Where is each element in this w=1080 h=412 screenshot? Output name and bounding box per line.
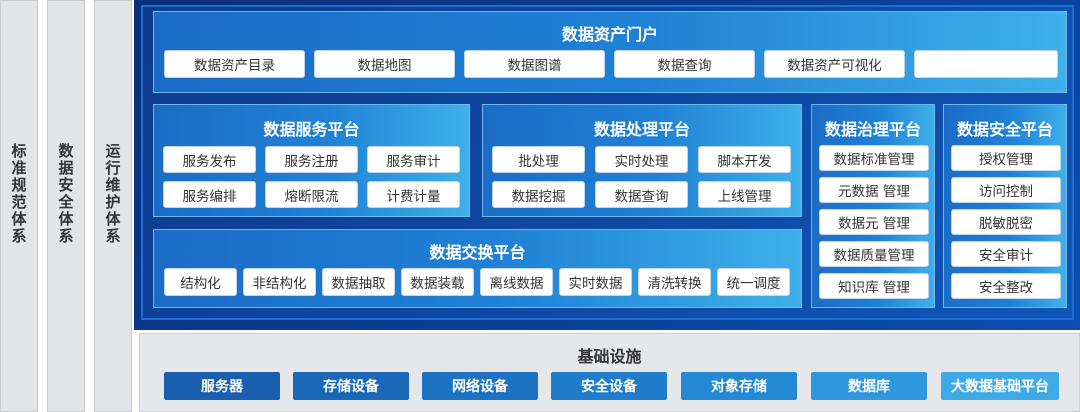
infrastructure-item[interactable]: 数据库 xyxy=(811,372,927,400)
exchange-item[interactable]: 离线数据 xyxy=(480,268,553,296)
security-item[interactable]: 访问控制 xyxy=(951,177,1061,203)
portal-item[interactable]: 数据地图 xyxy=(314,50,455,78)
exchange-item[interactable]: 实时数据 xyxy=(559,268,632,296)
processing-platform-panel: 数据处理平台 批处理 实时处理 脚本开发 数据挖掘 数据查询 上线管理 xyxy=(482,104,802,217)
infrastructure-title: 基础设施 xyxy=(577,347,642,366)
infrastructure-item[interactable]: 服务器 xyxy=(164,372,280,400)
governance-item[interactable]: 数据质量管理 xyxy=(819,241,929,267)
governance-item[interactable]: 数据标准管理 xyxy=(819,145,929,171)
governance-platform-panel: 数据治理平台 数据标准管理 元数据 管理 数据元 管理 数据质量管理 知识库 管… xyxy=(811,104,935,308)
infrastructure-item[interactable]: 大数据基础平台 xyxy=(941,372,1059,400)
security-item[interactable]: 安全整改 xyxy=(951,273,1061,299)
service-item[interactable]: 熔断限流 xyxy=(265,181,358,208)
infrastructure-item[interactable]: 安全设备 xyxy=(551,372,667,400)
service-item[interactable]: 服务注册 xyxy=(265,146,358,173)
processing-item[interactable]: 脚本开发 xyxy=(698,146,791,173)
processing-platform-title: 数据处理平台 xyxy=(593,120,690,139)
column-operations-label: 运行维护体系 xyxy=(103,143,122,245)
exchange-item[interactable]: 统一调度 xyxy=(717,268,790,296)
portal-panel: 数据资产门户 数据资产目录 数据地图 数据图谱 数据查询 数据资产可视化 xyxy=(153,11,1067,93)
infrastructure-item[interactable]: 存储设备 xyxy=(293,372,409,400)
exchange-platform-panel: 数据交换平台 结构化 非结构化 数据抽取 数据装载 离线数据 实时数据 清洗转换… xyxy=(153,229,802,308)
security-item[interactable]: 脱敏脱密 xyxy=(951,209,1061,235)
security-item[interactable]: 授权管理 xyxy=(951,145,1061,171)
exchange-item[interactable]: 非结构化 xyxy=(243,268,316,296)
portal-title: 数据资产门户 xyxy=(561,25,658,44)
portal-item[interactable]: 数据图谱 xyxy=(464,50,605,78)
column-data-security: 数据安全体系 xyxy=(47,0,85,412)
service-platform-title: 数据服务平台 xyxy=(263,120,360,139)
infrastructure-panel: 基础设施 服务器 存储设备 网络设备 安全设备 对象存储 数据库 大数据基础平台 xyxy=(139,333,1080,412)
column-operations: 运行维护体系 xyxy=(94,0,132,412)
processing-item[interactable]: 批处理 xyxy=(492,146,585,173)
exchange-item[interactable]: 数据装载 xyxy=(401,268,474,296)
processing-item[interactable]: 数据查询 xyxy=(595,181,688,208)
portal-item[interactable]: 数据资产可视化 xyxy=(764,50,905,78)
service-item[interactable]: 服务编排 xyxy=(163,181,256,208)
service-item[interactable]: 服务发布 xyxy=(163,146,256,173)
processing-item[interactable]: 实时处理 xyxy=(595,146,688,173)
governance-item[interactable]: 知识库 管理 xyxy=(819,273,929,299)
security-platform-panel: 数据安全平台 授权管理 访问控制 脱敏脱密 安全审计 安全整改 xyxy=(943,104,1067,308)
processing-item[interactable]: 上线管理 xyxy=(698,181,791,208)
portal-item[interactable]: 数据资产目录 xyxy=(164,50,305,78)
service-item[interactable]: 计费计量 xyxy=(367,181,460,208)
governance-item[interactable]: 元数据 管理 xyxy=(819,177,929,203)
security-platform-title: 数据安全平台 xyxy=(956,120,1053,139)
exchange-item[interactable]: 数据抽取 xyxy=(322,268,395,296)
portal-item[interactable]: 数据查询 xyxy=(614,50,755,78)
portal-item[interactable] xyxy=(914,50,1058,78)
column-standards: 标准规范体系 xyxy=(0,0,38,412)
infrastructure-item[interactable]: 网络设备 xyxy=(422,372,538,400)
exchange-item[interactable]: 清洗转换 xyxy=(638,268,711,296)
processing-item[interactable]: 数据挖掘 xyxy=(492,181,585,208)
governance-item[interactable]: 数据元 管理 xyxy=(819,209,929,235)
service-platform-panel: 数据服务平台 服务发布 服务注册 服务审计 服务编排 熔断限流 计费计量 xyxy=(153,104,470,217)
column-data-security-label: 数据安全体系 xyxy=(56,143,75,245)
governance-platform-title: 数据治理平台 xyxy=(824,120,921,139)
exchange-platform-title: 数据交换平台 xyxy=(429,243,526,262)
column-standards-label: 标准规范体系 xyxy=(9,143,28,245)
infrastructure-item[interactable]: 对象存储 xyxy=(681,372,797,400)
exchange-item[interactable]: 结构化 xyxy=(164,268,237,296)
security-item[interactable]: 安全审计 xyxy=(951,241,1061,267)
service-item[interactable]: 服务审计 xyxy=(367,146,460,173)
